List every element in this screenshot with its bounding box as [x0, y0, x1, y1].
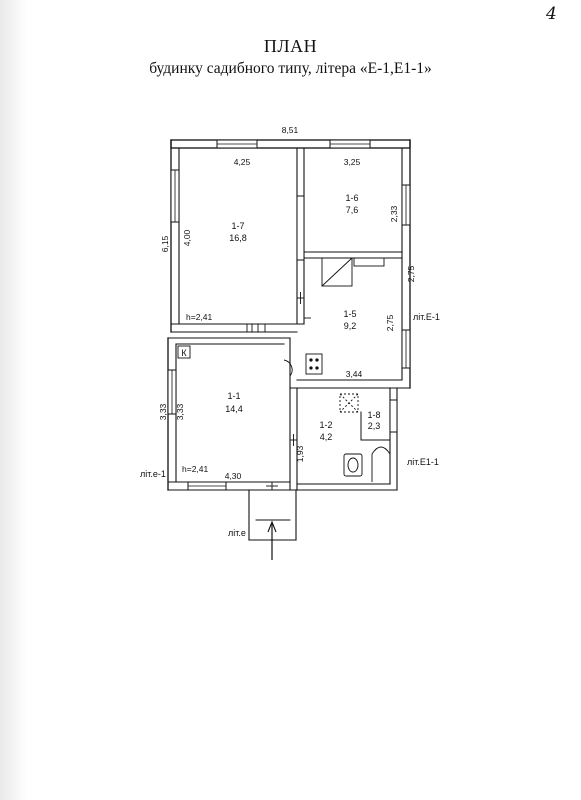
scanned-page-edge [0, 0, 28, 800]
ceiling-height-lower: h=2,41 [182, 464, 209, 474]
dim-left-height: 6,15 [160, 235, 170, 252]
outer-wall-top [170, 139, 411, 149]
stove-label: К [181, 348, 187, 358]
dim-room16-height: 2,33 [389, 205, 399, 222]
room-15-area: 9,2 [344, 321, 357, 331]
plan-title: ПЛАН [263, 36, 318, 56]
bathtub [371, 446, 391, 482]
dim-room17-height: 4,00 [182, 229, 192, 246]
room-15-number: 1-5 [343, 309, 356, 319]
door-arc-11 [283, 359, 293, 377]
dim-room15-height: 2,75 [385, 314, 395, 331]
stove-box [177, 345, 191, 359]
window-right-extension [389, 399, 398, 433]
dim-room11-width: 4,30 [225, 471, 242, 481]
sink [343, 453, 363, 477]
dim-room17-width: 4,25 [234, 157, 251, 167]
dim-overall-width: 8,51 [282, 125, 299, 135]
doors-and-fixtures [177, 257, 391, 560]
room-11-number: 1-1 [227, 391, 240, 401]
chimney [321, 257, 353, 287]
dim-left-lower-inner: 3,33 [175, 403, 185, 420]
room-12-area: 4,2 [320, 432, 333, 442]
plan-subtitle: будинку садибного типу, літера «Е-1,Е1-1… [149, 60, 432, 77]
walls [167, 139, 411, 541]
room-12-number: 1-2 [319, 420, 332, 430]
label-lit-e-1: літ.е-1 [140, 469, 166, 479]
label-lit-e1-1: літ.Е1-1 [407, 457, 439, 467]
room-16-number: 1-6 [345, 193, 358, 203]
room-17-number: 1-7 [231, 221, 244, 231]
room-17-area: 16,8 [229, 233, 247, 243]
page-number: 4 [546, 4, 557, 24]
ceiling-height-upper: h=2,41 [186, 312, 213, 322]
building-part-labels: літ.Е-1 літ.Е1-1 літ.е-1 літ.е [140, 312, 440, 538]
boiler [339, 393, 359, 413]
dim-right-height: 2,75 [406, 265, 416, 282]
room-11-area: 14,4 [225, 404, 243, 414]
room-labels: 1-7 16,8 1-6 7,6 1-5 9,2 1-1 14,4 1-2 4,… [181, 193, 380, 442]
label-lit-e: літ.е [228, 528, 246, 538]
window-partition-17-16 [296, 195, 305, 261]
vent-box [353, 257, 385, 267]
room-18-number: 1-8 [367, 410, 380, 420]
room-16-area: 7,6 [346, 205, 359, 215]
windows [167, 139, 411, 491]
dimension-labels: 8,51 4,25 3,25 6,15 4,00 2,33 2,75 2,75 … [158, 125, 416, 481]
label-lit-e1: літ.Е-1 [413, 312, 440, 322]
dim-room15-width: 3,44 [346, 369, 363, 379]
room-18-area: 2,3 [368, 421, 381, 431]
dim-left-lower-outer: 3,33 [158, 403, 168, 420]
dim-room12-height: 1,93 [295, 445, 305, 462]
dim-room16-width: 3,25 [344, 157, 361, 167]
stairs-opening [246, 323, 266, 333]
stove-15 [305, 353, 323, 375]
